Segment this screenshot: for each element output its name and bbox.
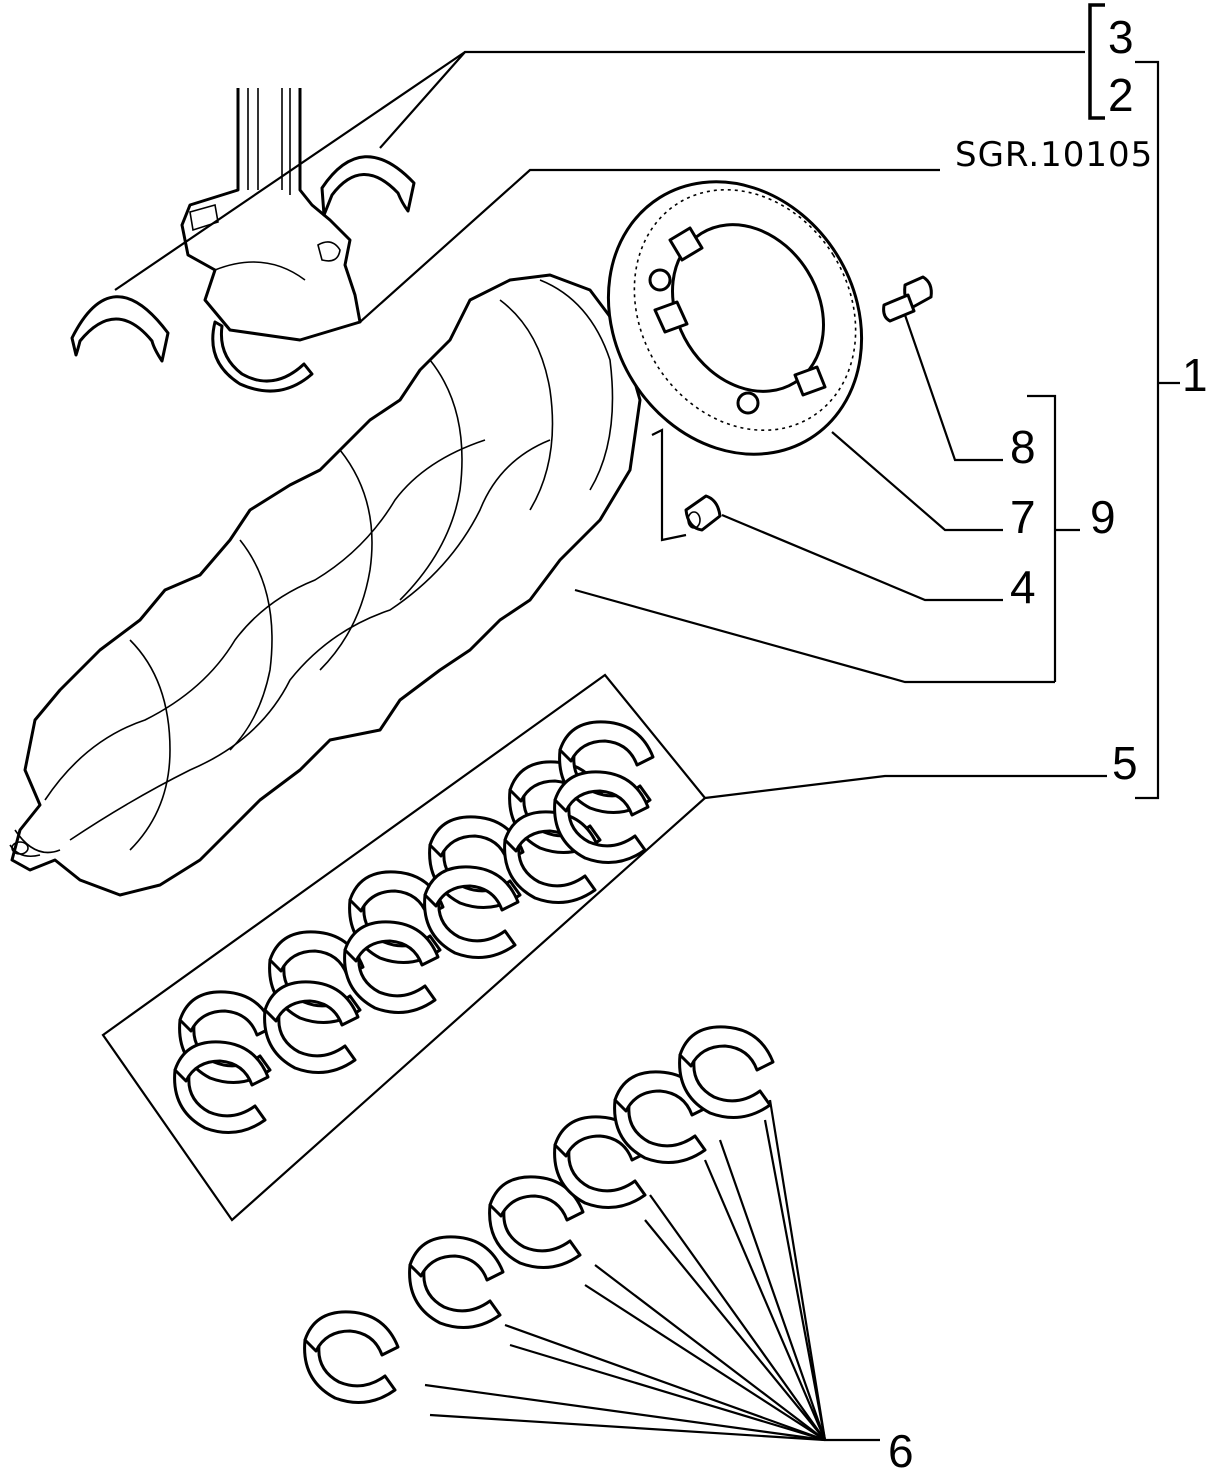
callout-6: 6 (888, 1425, 914, 1477)
bearing-shell-6 (303, 1310, 400, 1404)
callout-8: 8 (1010, 421, 1036, 473)
dowel-pin (684, 494, 722, 532)
main-bearing-shell-lower (173, 1040, 270, 1134)
bolt (882, 275, 933, 323)
bearing-shells-set-6 (303, 1025, 775, 1404)
main-bearing-shell-lower (423, 865, 520, 959)
connecting-rod (180, 88, 362, 342)
bearing-shell-6 (408, 1235, 505, 1329)
timing-ring-gear (606, 180, 864, 456)
callout-2: 2 (1108, 69, 1134, 121)
callout-7: 7 (1010, 491, 1036, 543)
rod-bearing-shell-left (70, 295, 170, 363)
callout-9: 9 (1090, 491, 1116, 543)
crankshaft (9, 273, 642, 897)
callout-4: 4 (1010, 561, 1036, 613)
main-bearing-set (101, 673, 707, 1222)
main-bearing-shell-lower (263, 980, 360, 1074)
main-bearing-shell-lower (343, 920, 440, 1014)
leader-lines (114, 3, 1180, 1442)
callout-1: 1 (1182, 349, 1208, 401)
rod-bearing-shell-lower (211, 320, 314, 393)
reference-code: SGR.10105 (955, 135, 1154, 175)
main-bearing-shell-lower (553, 770, 650, 864)
callout-3: 3 (1108, 11, 1134, 63)
callout-5: 5 (1112, 737, 1138, 789)
bearing-shell-6 (488, 1175, 585, 1269)
rod-bearing-shell-upper (320, 155, 416, 217)
